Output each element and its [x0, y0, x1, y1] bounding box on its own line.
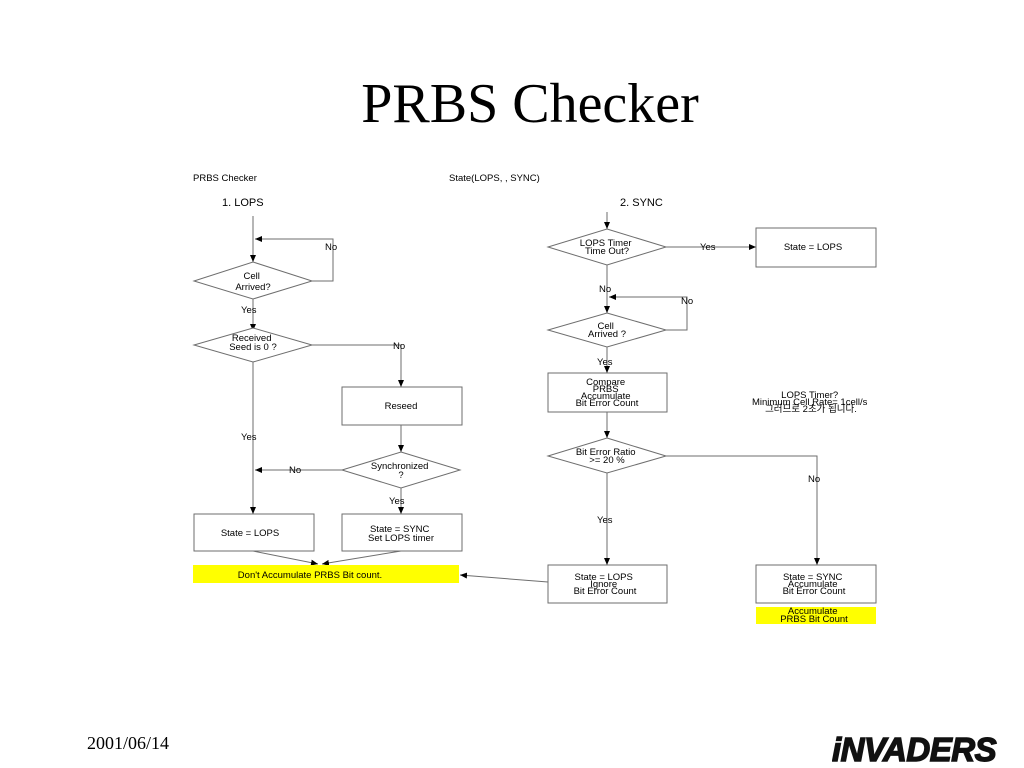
label-no: No [808, 474, 820, 485]
accumulate-highlight [756, 607, 876, 624]
label-yes: Yes [597, 515, 613, 526]
cell-arrived-decision [546, 312, 668, 348]
connector [459, 572, 549, 583]
bit-error-decision [546, 437, 668, 474]
connector [321, 550, 402, 566]
state-lops-bottom-box [547, 564, 668, 604]
lops-timer-label: LOPS Timer Time Out? [580, 238, 634, 257]
cell-arrived-decision [192, 261, 314, 300]
state-sync-bottom-box [755, 564, 877, 604]
received-seed-decision [192, 327, 314, 363]
svg-text:iNVADERS: iNVADERS [832, 731, 997, 768]
state-lops-bottom-label: State = LOPS Ignore Bit Error Count [574, 572, 637, 597]
synchronized-decision [340, 451, 462, 489]
label-no: No [599, 284, 611, 295]
header-right: State(LOPS, , SYNC) [449, 173, 540, 184]
state-lops-label: State = LOPS [221, 528, 279, 539]
label-yes: Yes [241, 432, 257, 443]
left-title: 1. LOPS [222, 197, 264, 209]
cell-arrived-label: Cell Arrived? [235, 271, 270, 293]
label-no: No [393, 341, 405, 352]
state-lops-box [193, 513, 315, 552]
label-yes: Yes [700, 242, 716, 253]
compare-label: Compare PRBS Accumulate Bit Error Count [576, 377, 639, 409]
dont-accumulate-highlight [193, 565, 459, 583]
lops-timer-decision [546, 228, 668, 266]
slide-title: PRBS Checker [361, 73, 699, 135]
bit-error-label: Bit Error Ratio >= 20 % [576, 447, 638, 466]
connector [252, 550, 319, 566]
reseed-box [341, 386, 463, 426]
state-sync-bottom-label: State = SYNC Accumulate Bit Error Count [783, 572, 846, 597]
state-sync-label: State = SYNC Set LOPS timer [368, 524, 434, 544]
date-footer: 2001/06/14 [87, 733, 170, 753]
label-no: No [681, 296, 693, 307]
no-loop-connector [255, 236, 334, 282]
reseed-label: Reseed [385, 401, 418, 412]
connector [312, 344, 404, 387]
state-sync-box [341, 513, 463, 552]
label-yes: Yes [597, 357, 613, 368]
flowchart: PRBS Checker State(LOPS, , SYNC) 1. LOPS… [192, 173, 877, 625]
right-title: 2. SYNC [620, 197, 663, 209]
state-lops-top-label: State = LOPS [784, 242, 842, 253]
cell-arrived-label: Cell Arrived ? [588, 321, 626, 340]
state-lops-top-box [755, 227, 877, 268]
invaders-logo: iNVADERS [832, 730, 998, 768]
connector [666, 455, 820, 565]
dont-accumulate-label: Don't Accumulate PRBS Bit count. [238, 570, 382, 581]
received-seed-label: Received Seed is 0 ? [229, 333, 277, 353]
header-left: PRBS Checker [193, 173, 257, 184]
synchronized-label: Synchronized ? [371, 461, 431, 481]
label-yes: Yes [241, 305, 257, 316]
label-yes: Yes [389, 496, 405, 507]
accumulate-label: Accumulate PRBS Bit Count [780, 606, 848, 625]
no-loop-connector [609, 294, 688, 331]
compare-box [547, 372, 668, 413]
label-no: No [325, 242, 337, 253]
label-no: No [289, 465, 301, 476]
lops-timer-note: LOPS Timer? Minimum Cell Rate= 1cell/s 그… [752, 390, 870, 415]
